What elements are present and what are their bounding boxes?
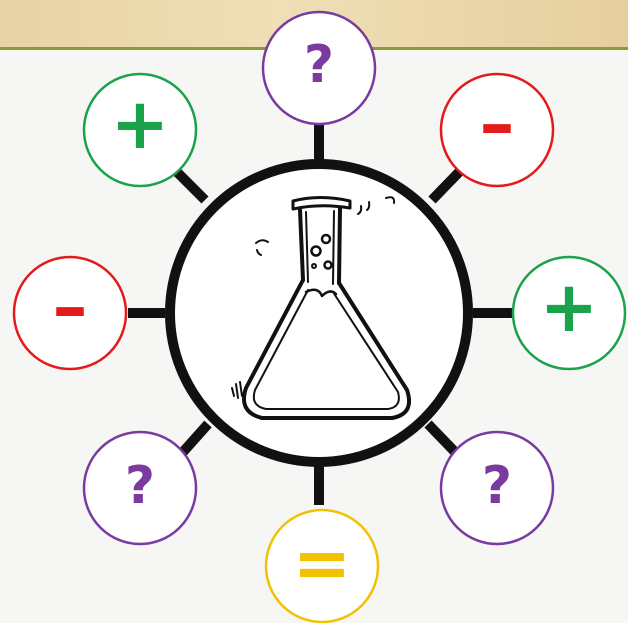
question-icon: ? xyxy=(482,456,512,516)
spoke-bottom-left xyxy=(183,424,208,452)
node-left: – xyxy=(14,257,126,369)
minus-icon: – xyxy=(53,266,88,348)
question-icon: ? xyxy=(125,456,155,516)
node-top: ? xyxy=(263,12,375,124)
spoke-top-left xyxy=(175,170,205,200)
node-top-left: + xyxy=(84,74,196,186)
node-bottom-left: ? xyxy=(84,432,196,544)
spoke-bottom-right xyxy=(428,424,455,452)
plus-icon: + xyxy=(111,83,170,165)
node-right: + xyxy=(513,257,625,369)
plus-icon: + xyxy=(540,266,599,348)
spoke-top-right xyxy=(432,168,463,200)
node-top-right: – xyxy=(441,74,553,186)
equals-icon: = xyxy=(293,522,352,604)
node-bottom: = xyxy=(266,510,378,622)
node-bottom-right: ? xyxy=(441,432,553,544)
question-icon: ? xyxy=(304,35,334,95)
minus-icon: – xyxy=(480,83,515,165)
